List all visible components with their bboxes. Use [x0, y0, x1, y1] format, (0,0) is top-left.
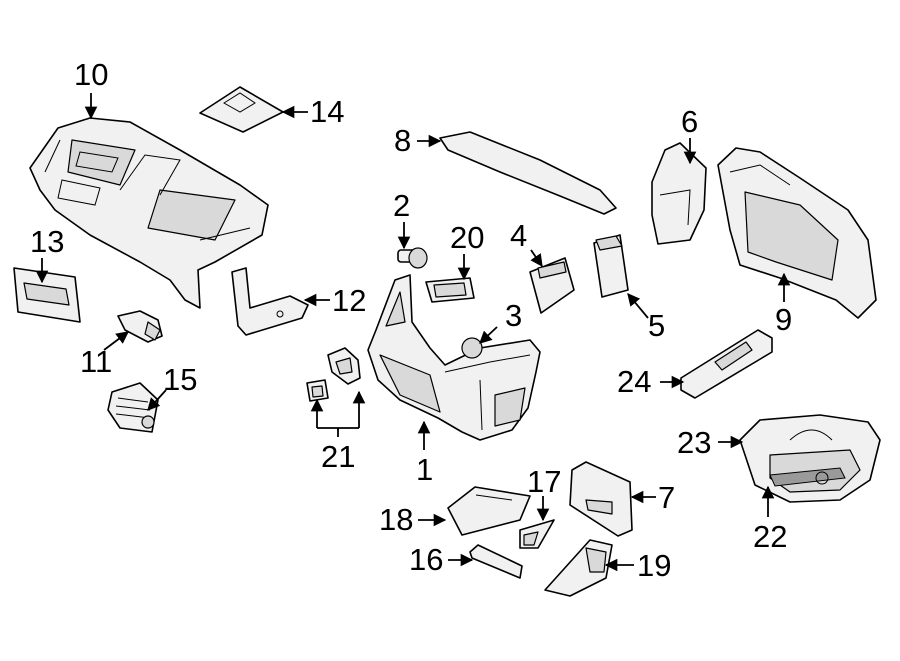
leader-4 — [530, 249, 543, 268]
callout-5: 5 — [648, 308, 665, 343]
part-15-grille — [107, 382, 159, 433]
callout-12: 12 — [332, 283, 366, 318]
part-22-jack — [769, 467, 846, 487]
callout-6: 6 — [681, 104, 698, 139]
part-6-bracket — [651, 142, 707, 245]
leader-5 — [627, 293, 649, 319]
part-1-console — [367, 274, 541, 441]
part-20-box — [425, 277, 475, 303]
callout-3: 3 — [505, 298, 522, 333]
leader-lines — [35, 93, 791, 572]
callout-14: 14 — [310, 94, 344, 129]
part-21-clips — [306, 347, 361, 402]
part-8-panel — [439, 131, 617, 215]
callout-2: 2 — [393, 188, 410, 223]
part-19-wedge — [544, 539, 613, 597]
part-12-bracket — [231, 267, 309, 336]
part-10-rear-shelf — [29, 117, 269, 309]
part-4-module — [529, 257, 575, 314]
callout-1: 1 — [416, 452, 433, 487]
callout-15: 15 — [163, 362, 197, 397]
part-16-strip — [469, 544, 523, 579]
leader-11 — [103, 331, 130, 351]
callout-8: 8 — [394, 123, 411, 158]
callout-16: 16 — [409, 542, 443, 577]
leader-3 — [479, 326, 498, 344]
callout-7: 7 — [658, 480, 675, 515]
part-14-cover — [199, 86, 284, 133]
part-13-bezel — [13, 267, 81, 323]
part-3-plug — [461, 337, 483, 359]
callout-labels: 10 14 13 11 15 12 2 20 3 8 4 5 6 9 24 23… — [30, 57, 792, 583]
part-24-bar — [680, 329, 773, 399]
leader-15 — [147, 389, 167, 411]
callout-24: 24 — [617, 364, 651, 399]
part-9-side-panel — [717, 147, 877, 319]
part-17-holder — [519, 519, 555, 549]
callout-20: 20 — [450, 220, 484, 255]
callout-21: 21 — [321, 439, 355, 474]
callout-13: 13 — [30, 224, 64, 259]
callout-9: 9 — [775, 302, 792, 337]
part-5-box — [593, 234, 629, 298]
callout-23: 23 — [677, 425, 711, 460]
callout-17: 17 — [527, 464, 561, 499]
part-11-clip — [117, 310, 163, 343]
part-18-bin — [447, 486, 531, 536]
callout-11: 11 — [80, 344, 112, 379]
callout-10: 10 — [74, 57, 108, 92]
part-23-tray — [739, 414, 881, 503]
callout-4: 4 — [510, 218, 527, 253]
callout-19: 19 — [637, 548, 671, 583]
callout-22: 22 — [753, 519, 787, 554]
part-2-pin — [397, 247, 428, 269]
callout-18: 18 — [379, 502, 413, 537]
part-7-panel — [569, 461, 633, 537]
